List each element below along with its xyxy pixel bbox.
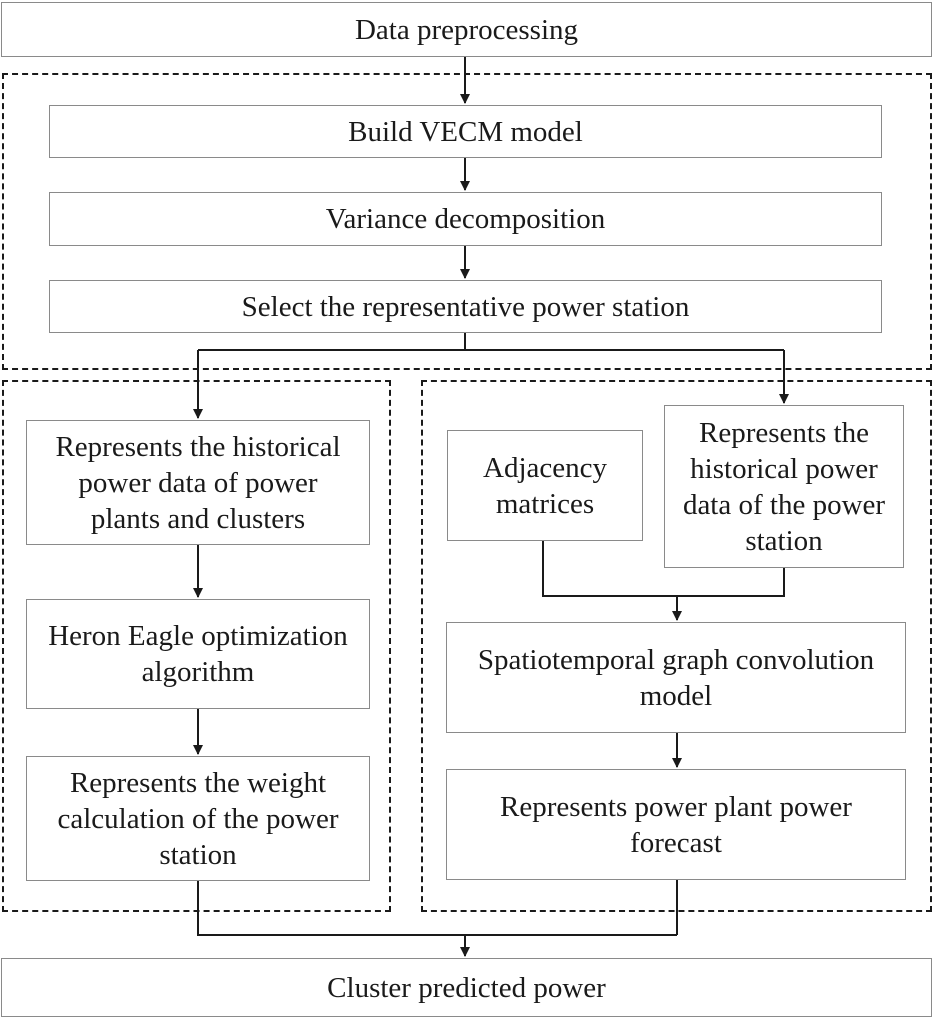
historical-clusters-box: Represents the historical power data of …	[26, 420, 370, 545]
connector-weight-to-merge	[197, 881, 677, 936]
cluster-predicted-power-box: Cluster predicted power	[1, 958, 932, 1017]
optimization-group	[2, 380, 391, 912]
adjacency-matrices-label: Adjacency matrices	[483, 451, 607, 520]
plant-forecast-box: Represents power plant power forecast	[446, 769, 906, 880]
variance-decomposition-box: Variance decomposition	[49, 192, 882, 246]
variance-decomposition-label: Variance decomposition	[325, 203, 606, 235]
select-station-label: Select the representative power station	[241, 290, 690, 323]
data-preprocessing-label: Data preprocessing	[354, 13, 579, 46]
plant-forecast-label: Represents power plant power forecast	[500, 790, 852, 859]
historical-station-label: Represents the historical power data of …	[682, 416, 886, 557]
adjacency-matrices-box: Adjacency matrices	[447, 430, 643, 541]
connector-adjacency-merge	[542, 541, 785, 597]
build-vecm-label: Build VECM model	[348, 115, 583, 148]
heron-eagle-label: Heron Eagle optimization algorithm	[48, 620, 348, 688]
cluster-predicted-power-label: Cluster predicted power	[327, 971, 606, 1004]
connector-select-split	[198, 333, 466, 351]
select-station-box: Select the representative power station	[49, 280, 882, 333]
stgcn-label: Spatiotemporal graph convolution model	[477, 643, 875, 712]
data-preprocessing-box: Data preprocessing	[1, 2, 932, 57]
historical-clusters-label: Represents the historical power data of …	[55, 430, 341, 535]
stgcn-box: Spatiotemporal graph convolution model	[446, 622, 906, 733]
build-vecm-box: Build VECM model	[49, 105, 882, 158]
weight-calculation-box: Represents the weight calculation of the…	[26, 756, 370, 881]
weight-calculation-label: Represents the weight calculation of the…	[57, 766, 339, 871]
vecm-group	[2, 73, 932, 370]
heron-eagle-box: Heron Eagle optimization algorithm	[26, 599, 370, 709]
historical-station-box: Represents the historical power data of …	[664, 405, 904, 568]
